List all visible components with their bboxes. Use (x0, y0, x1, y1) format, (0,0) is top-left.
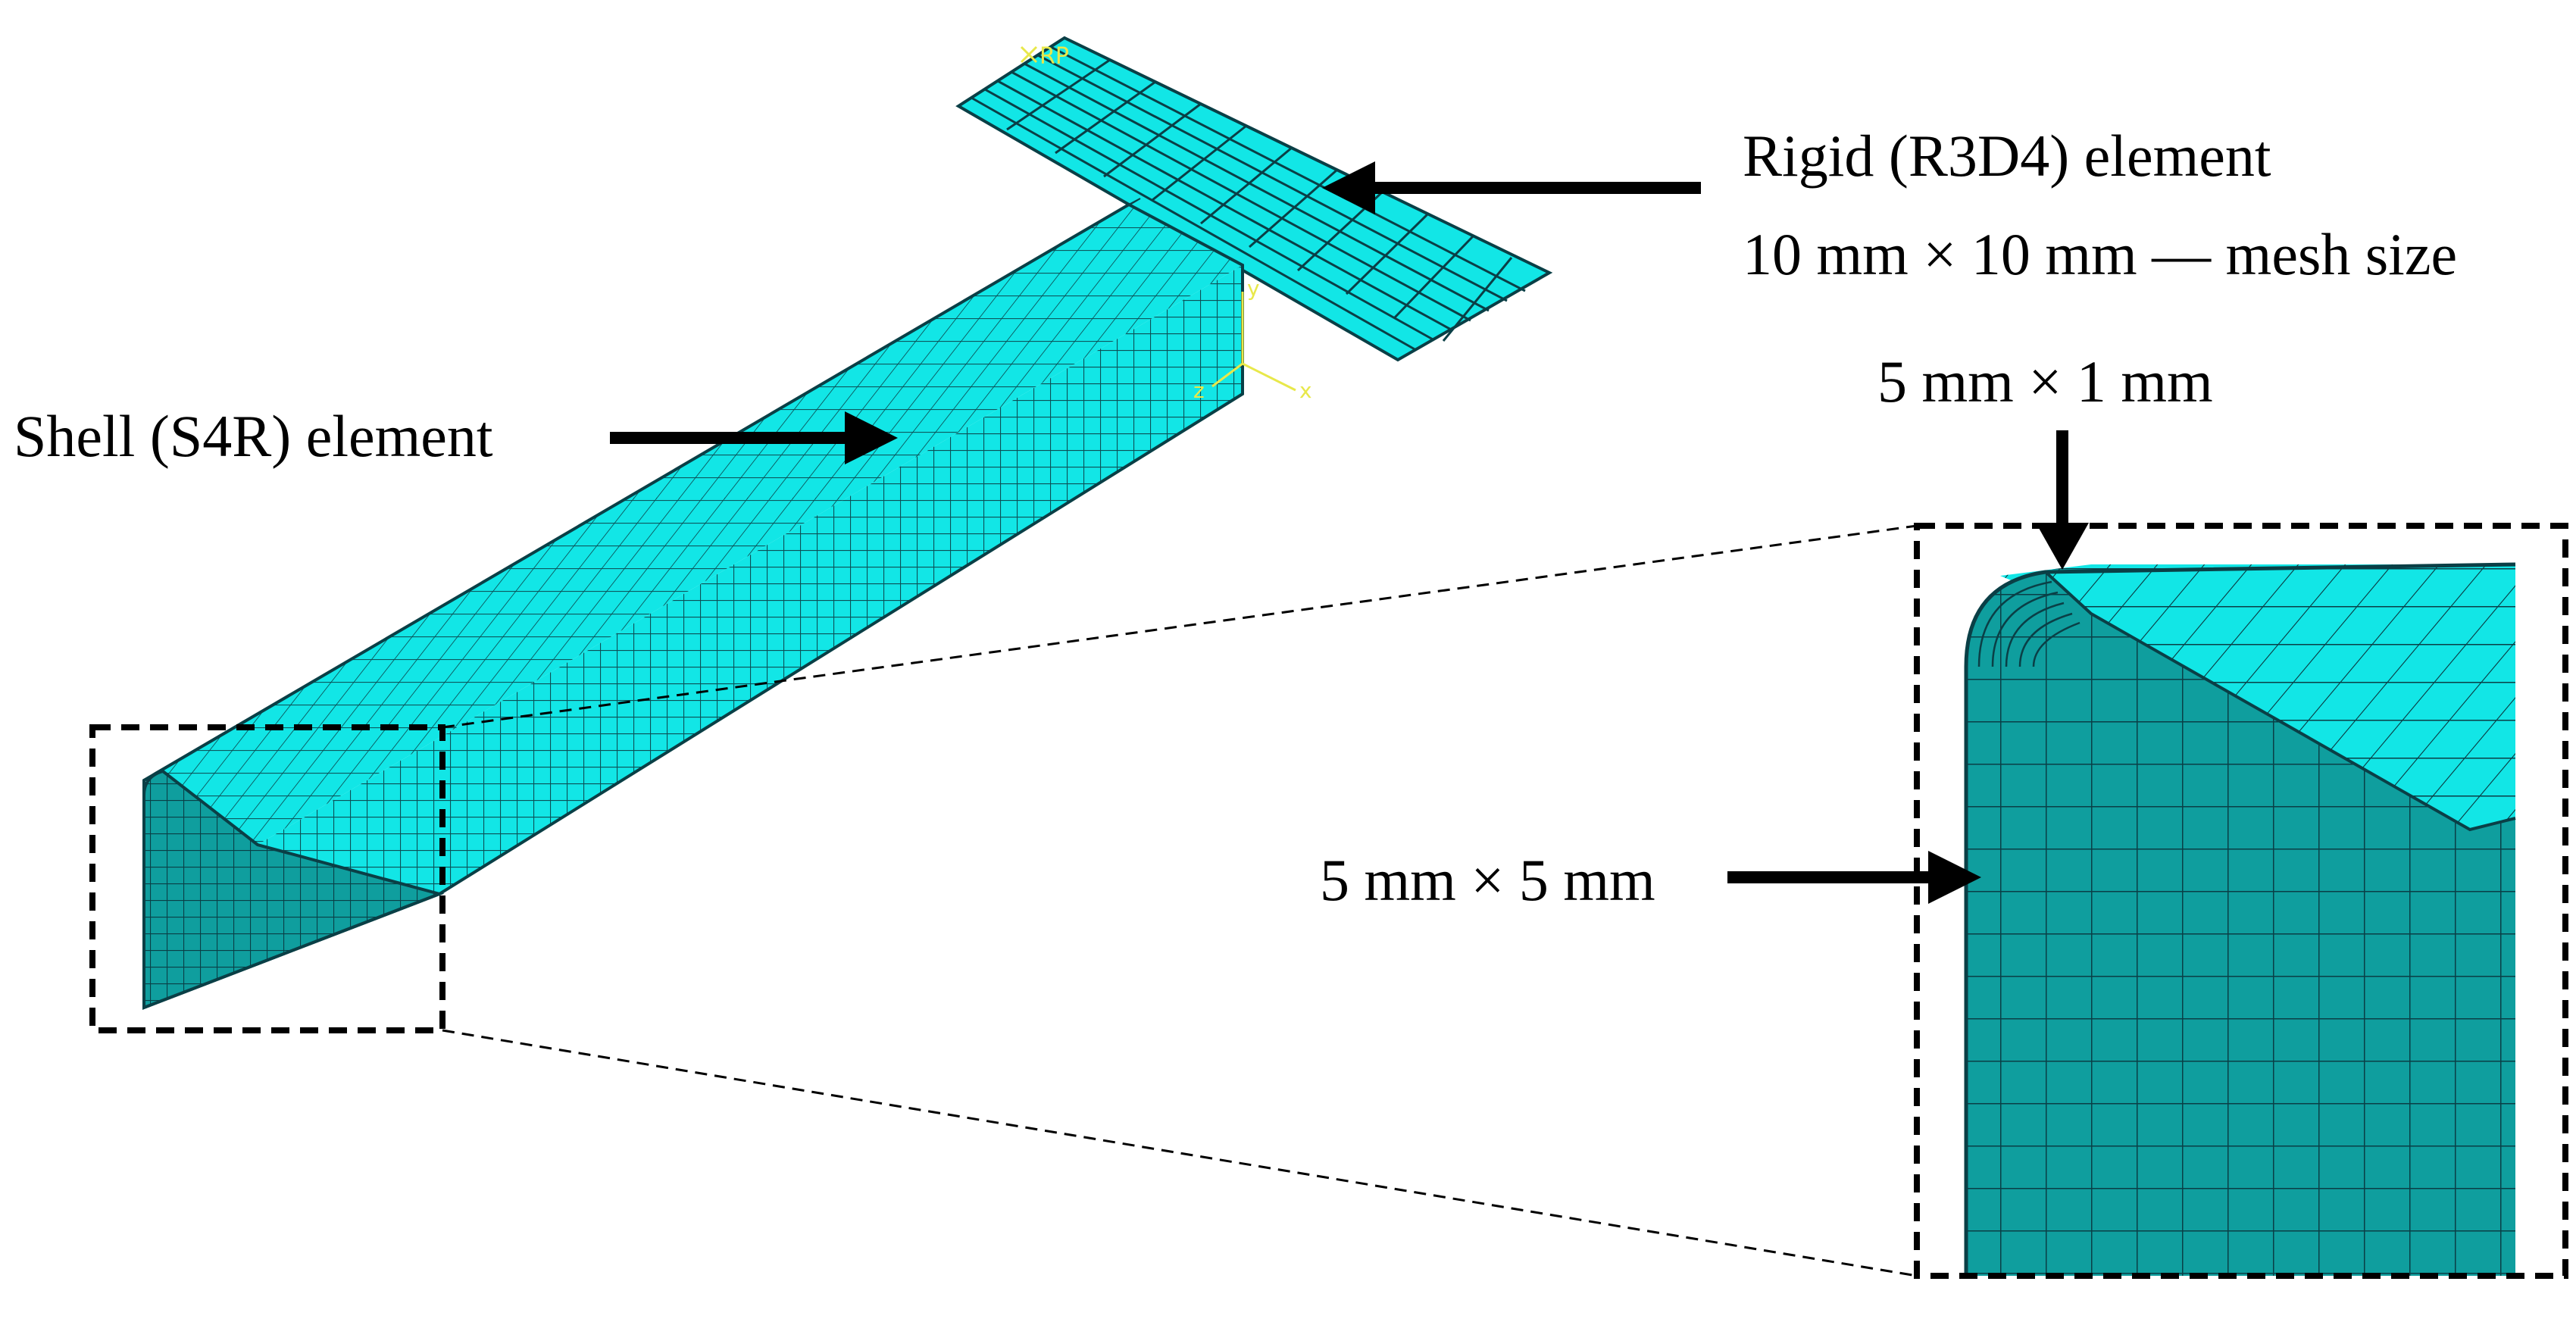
reference-point-marker (1020, 45, 1038, 64)
triad-y-label: y (1247, 276, 1260, 301)
zoom-frame (1914, 523, 2568, 1279)
rigid-label-line1: Rigid (R3D4) element (1743, 123, 2271, 189)
shell-beam (142, 198, 1244, 1010)
mesh-5x1-arrow-head (2036, 523, 2089, 570)
shell-label: Shell (S4R) element (14, 403, 493, 469)
detail-region-box (89, 724, 445, 1033)
beam-side-wall-mesh (258, 265, 1243, 894)
beam-end-face-mesh (144, 771, 439, 1008)
shell-arrow-head (845, 411, 898, 464)
zoom-connector-bottom (442, 1029, 1918, 1277)
annotation-arrows (610, 182, 2068, 883)
mesh-5x5-arrow-head (1928, 851, 1981, 904)
rigid-plate (955, 36, 1553, 362)
rigid-plate-mesh (971, 36, 1550, 352)
zoomed-detail (1964, 562, 2516, 1276)
mesh-5x1-label: 5 mm × 1 mm (1877, 349, 2213, 414)
beam-top-flange-mesh (144, 205, 1243, 845)
reference-point-label: RP (1039, 43, 1069, 70)
mesh-5x5-label: 5 mm × 5 mm (1320, 847, 1655, 913)
rigid-label-line2: 10 mm × 10 mm — mesh size (1743, 221, 2457, 287)
triad-x-label: x (1299, 378, 1312, 403)
triad-z-label: z (1193, 378, 1205, 403)
zoom-connector-top (442, 524, 1918, 729)
arrow-heads (845, 161, 2089, 904)
rigid-arrow-head (1322, 161, 1375, 214)
coordinate-triad (1211, 292, 1296, 392)
